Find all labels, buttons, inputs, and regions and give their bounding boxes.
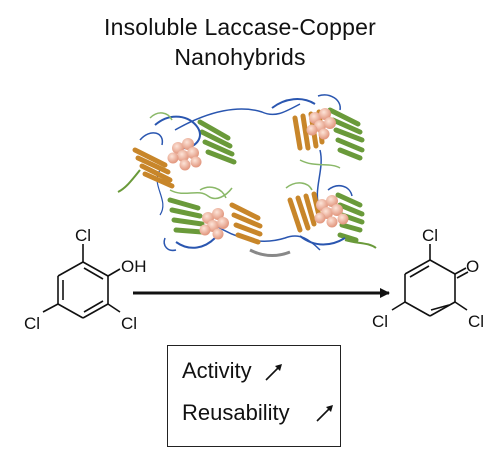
reactant-cl-left: Cl (24, 314, 40, 333)
reactant-cl-right: Cl (121, 314, 137, 333)
protein-unit-bottom-right (285, 182, 365, 246)
protein-unit-bottom-left (163, 186, 263, 252)
reusability-label: Reusability (182, 400, 290, 425)
protein-unit-top-right (271, 94, 365, 169)
title-line-2: Nanohybrids (174, 44, 306, 70)
reactant-structure: Cl OH Cl Cl (24, 226, 147, 333)
properties-box: Activity Reusability (167, 345, 341, 447)
reusability-increase-arrow-icon (316, 405, 333, 422)
activity-increase-arrow-icon (265, 364, 282, 381)
reactant-ring (42, 244, 121, 319)
product-ring (391, 244, 469, 317)
product-structure: Cl O Cl Cl (372, 226, 484, 331)
reactant-cl-top: Cl (75, 226, 91, 245)
product-o: O (466, 257, 479, 276)
protein-unit-top-left (132, 112, 237, 200)
laccase-copper-nanohybrid-illustration (117, 94, 377, 258)
activity-label: Activity (182, 358, 252, 383)
title-line-1: Insoluble Laccase-Copper (103, 14, 377, 40)
product-cl-top: Cl (422, 226, 438, 245)
product-cl-right: Cl (468, 312, 484, 331)
reactant-oh: OH (121, 257, 147, 276)
product-cl-left: Cl (372, 312, 388, 331)
